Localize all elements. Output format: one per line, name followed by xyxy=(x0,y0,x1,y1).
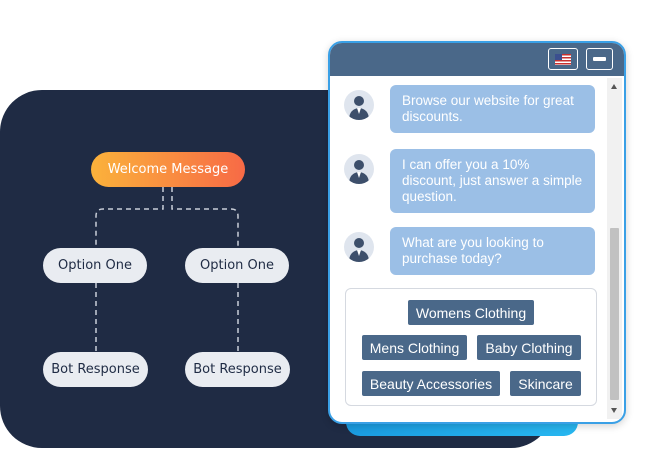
option-mens-clothing-button[interactable]: Mens Clothing xyxy=(362,335,467,360)
message-bubble: Browse our website for great discounts. xyxy=(390,85,595,133)
chat-scrollbar[interactable] xyxy=(607,78,622,419)
bot-avatar-icon xyxy=(344,232,374,262)
bot-message: What are you looking to purchase today? xyxy=(344,227,595,275)
option-womens-clothing-button[interactable]: Womens Clothing xyxy=(408,300,534,325)
message-bubble: What are you looking to purchase today? xyxy=(390,227,595,275)
bot-avatar-icon xyxy=(344,90,374,120)
option-beauty-accessories-button[interactable]: Beauty Accessories xyxy=(362,371,500,396)
scroll-thumb[interactable] xyxy=(610,228,619,400)
option-node-right[interactable]: Option One xyxy=(185,248,289,283)
chat-header xyxy=(330,43,624,76)
bot-response-node-right[interactable]: Bot Response xyxy=(185,352,290,387)
us-flag-icon xyxy=(555,53,571,65)
language-button[interactable] xyxy=(548,48,578,70)
option-node-left[interactable]: Option One xyxy=(43,248,147,283)
scroll-down-icon[interactable] xyxy=(611,408,617,413)
quick-reply-options: Womens Clothing Mens Clothing Baby Cloth… xyxy=(345,288,597,406)
chat-window-shadow-bar xyxy=(346,420,578,436)
scroll-up-icon[interactable] xyxy=(611,84,617,89)
bot-message: Browse our website for great discounts. xyxy=(344,85,595,133)
minimize-button[interactable] xyxy=(586,48,613,70)
welcome-message-node[interactable]: Welcome Message xyxy=(91,152,245,187)
option-skincare-button[interactable]: Skincare xyxy=(510,371,581,396)
bot-avatar-icon xyxy=(344,154,374,184)
option-baby-clothing-button[interactable]: Baby Clothing xyxy=(477,335,581,360)
minimize-icon xyxy=(593,57,606,61)
bot-response-node-left[interactable]: Bot Response xyxy=(43,352,148,387)
message-bubble: I can offer you a 10% discount, just ans… xyxy=(390,149,595,213)
bot-message: I can offer you a 10% discount, just ans… xyxy=(344,149,595,213)
chat-widget: Browse our website for great discounts. … xyxy=(328,41,626,424)
